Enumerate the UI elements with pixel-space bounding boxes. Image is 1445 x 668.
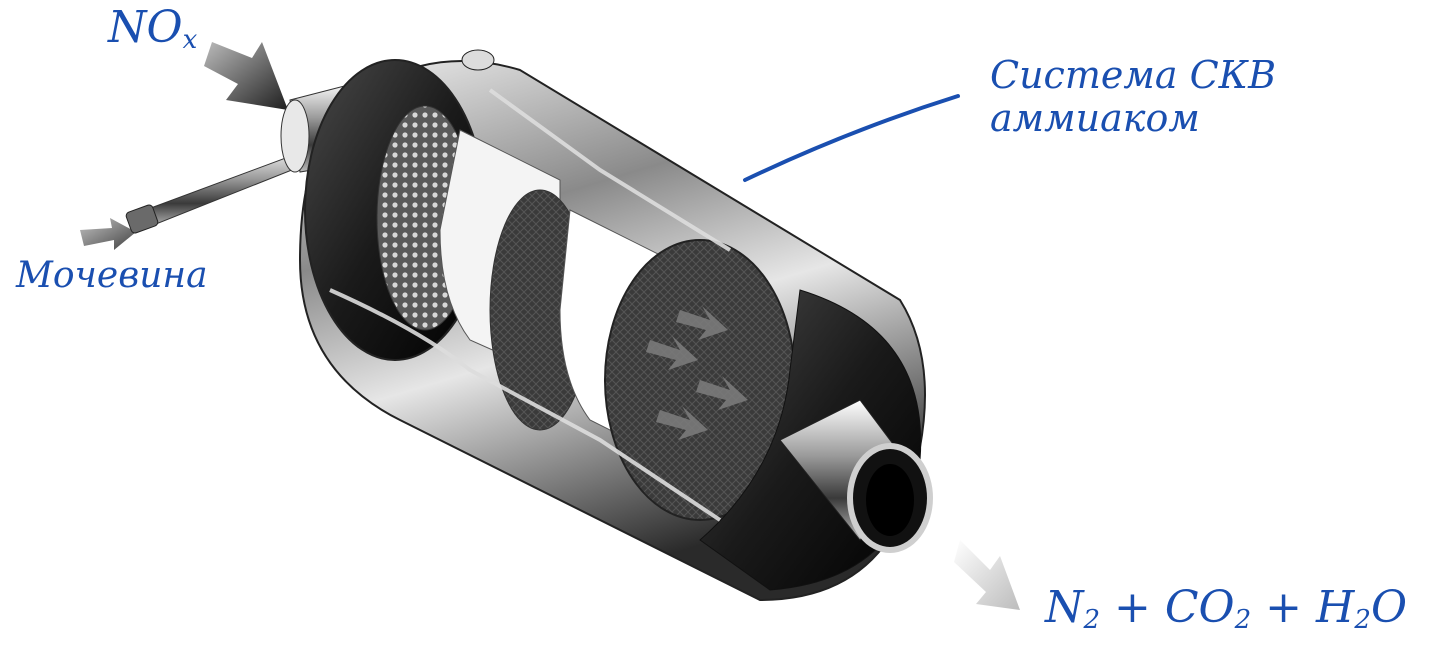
scr-pointer-line: [743, 94, 960, 182]
flow-arrow-icon: [676, 306, 728, 340]
urea-label: Мочевина: [16, 255, 208, 296]
scr-label-line-2: аммиаком: [990, 95, 1200, 140]
housing-seam: [329, 288, 722, 522]
scr-system-label: Система СКВ аммиаком: [990, 54, 1276, 139]
scr-label-line-1: Система СКВ: [990, 53, 1277, 97]
inlet-arrow-icon: [204, 42, 288, 110]
flow-arrow-icon: [696, 376, 748, 410]
flow-arrow-icon: [656, 406, 708, 440]
housing-seam: [488, 88, 732, 252]
outlet-pipe: [779, 399, 933, 553]
output-products-label: N2 + CO2 + H2O: [1045, 582, 1408, 635]
sensor-boss: [461, 49, 495, 71]
urea-arrow-icon: [80, 218, 136, 250]
nox-label: NOx: [108, 2, 198, 55]
flow-arrow-icon: [646, 336, 698, 370]
catalyst-housing: [298, 49, 926, 602]
outlet-arrow-icon: [954, 540, 1020, 610]
